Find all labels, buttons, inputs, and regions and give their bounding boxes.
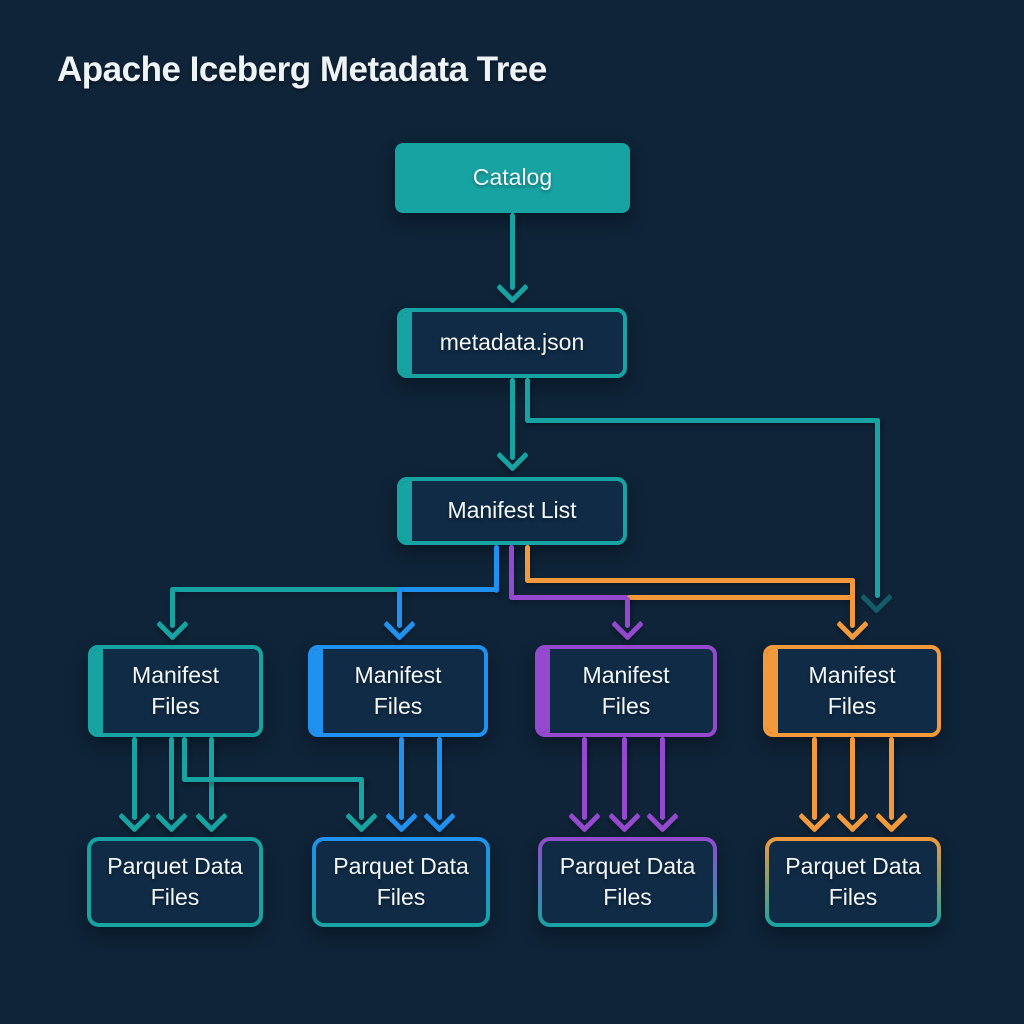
node-parquet-data-files-2-label: Parquet Data Files (333, 852, 469, 910)
node-parquet-data-files-3: Parquet Data Files (538, 837, 717, 927)
edge-mf3-pq3-a-arrowhead (568, 800, 601, 833)
edge-branch-right-purple (509, 595, 630, 600)
diagram-title: Apache Iceberg Metadata Tree (57, 50, 547, 89)
edge-metadata-manifestlist-arrowhead (496, 439, 529, 472)
node-parquet-data-files-1: Parquet Data Files (87, 837, 263, 927)
edge-mf3-pq3-a (582, 737, 587, 820)
edge-into-manifest-4-arrowhead (836, 608, 869, 641)
edge-mf4-pq4-b-arrowhead (836, 800, 869, 833)
edge-catalog-metadata (510, 213, 515, 290)
edge-into-manifest-1-arrowhead (156, 608, 189, 641)
node-parquet-data-files-4-label: Parquet Data Files (785, 852, 921, 910)
node-catalog: Catalog (395, 143, 630, 213)
edge-mf1-pq2-arrowhead (345, 800, 378, 833)
node-body: Parquet Data Files (316, 841, 486, 923)
node-manifest-files-1: Manifest Files (88, 645, 263, 737)
node-manifest-list-label: Manifest List (447, 497, 577, 524)
edge-mf3-pq3-c (660, 737, 665, 820)
edge-mf2-pq2-a (399, 737, 404, 820)
edge-branch-left-teal (170, 587, 400, 592)
accent-bar (401, 481, 412, 541)
node-catalog-label: Catalog (472, 164, 553, 191)
edge-into-manifest-3 (625, 597, 630, 628)
edge-metadata-branch-descent (875, 418, 880, 598)
edge-branch-right-orange-lower (627, 595, 855, 600)
edge-mf4-pq4-c-arrowhead (875, 800, 908, 833)
node-manifest-files-4: Manifest Files (763, 645, 941, 737)
edge-branch-left-blue (397, 587, 499, 592)
edge-branch-right-orange-upper (525, 578, 855, 583)
node-manifest-files-3: Manifest Files (535, 645, 717, 737)
edge-metadata-manifestlist (510, 378, 515, 460)
node-metadata-json-label: metadata.json (439, 329, 585, 356)
node-manifest-files-4-label: Manifest Files (808, 661, 896, 719)
edge-manifestlist-drop-purple (509, 545, 514, 599)
edge-catalog-metadata-arrowhead (496, 271, 529, 304)
edge-mf2-pq2-b (437, 737, 442, 820)
edge-mf4-pq4-a (812, 737, 817, 820)
edge-mf1-pq1-c-arrowhead (195, 800, 228, 833)
edge-metadata-branch-down (525, 378, 530, 422)
edge-manifestlist-drop-orange (525, 545, 530, 582)
node-manifest-files-3-label: Manifest Files (582, 661, 670, 719)
edge-into-manifest-2 (397, 589, 402, 628)
edge-into-manifest-1 (170, 589, 175, 628)
edge-into-manifest-3-arrowhead (611, 608, 644, 641)
edge-manifestlist-drop-blue (494, 545, 499, 593)
node-manifest-files-2-label: Manifest Files (354, 661, 442, 719)
node-parquet-data-files-3-label: Parquet Data Files (559, 852, 696, 910)
edge-metadata-branch-arrowhead (860, 581, 893, 614)
node-body: Parquet Data Files (769, 841, 937, 923)
node-manifest-files-1-label: Manifest Files (132, 661, 219, 719)
node-manifest-list: Manifest List (397, 477, 627, 545)
edge-mf1-pq1-a-arrowhead (118, 800, 151, 833)
edge-mf1-pq1-b (169, 737, 174, 820)
edge-metadata-branch-across (525, 418, 880, 423)
edge-mf3-pq3-b (622, 737, 627, 820)
edge-mf3-pq3-b-arrowhead (608, 800, 641, 833)
accent-bar (767, 649, 778, 733)
node-parquet-data-files-1-label: Parquet Data Files (107, 852, 243, 910)
edge-into-manifest-4 (850, 578, 855, 628)
edge-mf1-pq1-a (132, 737, 137, 820)
node-body: Parquet Data Files (91, 841, 259, 923)
edge-mf3-pq3-c-arrowhead (646, 800, 679, 833)
accent-bar (92, 649, 103, 733)
accent-bar (312, 649, 323, 733)
node-manifest-files-2: Manifest Files (308, 645, 488, 737)
edge-mf1-pq1-b-arrowhead (155, 800, 188, 833)
edge-mf4-pq4-b (850, 737, 855, 820)
accent-bar (539, 649, 550, 733)
edge-mf1-pq2-across (182, 777, 364, 782)
edge-mf1-pq2-down (182, 737, 187, 781)
edge-mf4-pq4-a-arrowhead (798, 800, 831, 833)
edge-mf2-pq2-b-arrowhead (423, 800, 456, 833)
node-parquet-data-files-4: Parquet Data Files (765, 837, 941, 927)
node-body: Parquet Data Files (542, 841, 713, 923)
accent-bar (401, 312, 412, 374)
node-metadata-json: metadata.json (397, 308, 627, 378)
edge-mf1-pq2-descent (359, 777, 364, 820)
node-parquet-data-files-2: Parquet Data Files (312, 837, 490, 927)
edge-mf4-pq4-c (889, 737, 894, 820)
edge-into-manifest-2-arrowhead (383, 608, 416, 641)
edge-mf2-pq2-a-arrowhead (385, 800, 418, 833)
